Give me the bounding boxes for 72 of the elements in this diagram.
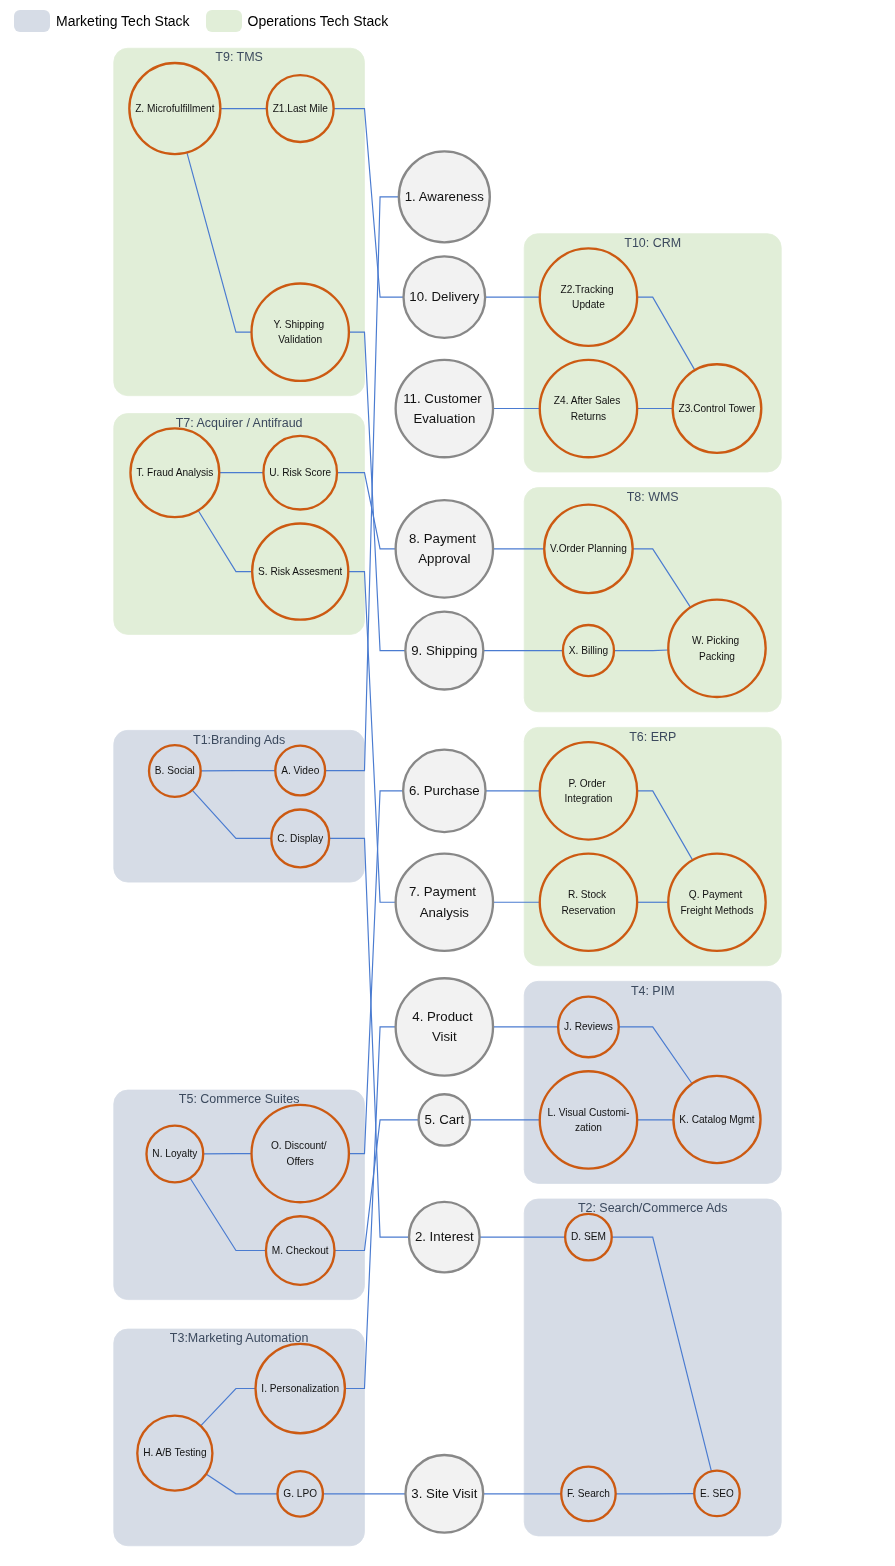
connector bbox=[636, 296, 696, 371]
node-circle: 9. Shipping bbox=[404, 610, 485, 691]
node-circle: J. Reviews bbox=[556, 995, 620, 1059]
connector bbox=[328, 837, 410, 1238]
connector bbox=[611, 1236, 713, 1472]
legend-label: Operations Tech Stack bbox=[247, 13, 389, 29]
connector bbox=[191, 789, 272, 839]
connector bbox=[615, 1493, 695, 1495]
node-circle: V.Order Planning bbox=[543, 503, 634, 595]
node-circle: 7. Payment Analysis bbox=[394, 852, 495, 953]
node-circle: 4. Product Visit bbox=[394, 977, 495, 1077]
node-circle: B. Social bbox=[147, 744, 202, 798]
connector bbox=[200, 769, 276, 772]
node-circle: C. Display bbox=[270, 808, 331, 869]
node-circle: E. SEO bbox=[693, 1469, 741, 1518]
node-circle: N. Loyalty bbox=[145, 1124, 205, 1184]
connector bbox=[202, 1152, 253, 1155]
node-circle: 11. Customer Evaluation bbox=[394, 358, 495, 459]
node-circle: 8. Payment Approval bbox=[394, 499, 495, 599]
node-circle: 2. Interest bbox=[407, 1200, 481, 1274]
connector bbox=[348, 331, 406, 652]
node-circle: Z4. After Sales Returns bbox=[538, 358, 639, 459]
node-circle: L. Visual Customi-zation bbox=[538, 1070, 639, 1170]
node-circle: R. Stock Reservation bbox=[538, 852, 639, 953]
node-circle: K. Catalog Mgmt bbox=[672, 1074, 762, 1165]
node-circle: Z3.Control Tower bbox=[671, 363, 763, 454]
connector bbox=[636, 407, 674, 410]
connector bbox=[197, 509, 253, 573]
node-circle: Q. Payment Freight Methods bbox=[667, 852, 767, 953]
connector bbox=[219, 107, 268, 110]
node-circle: H. A/B Testing bbox=[136, 1414, 214, 1492]
node-circle: S. Risk Assesment bbox=[251, 522, 350, 621]
node-circle: G. LPO bbox=[276, 1469, 325, 1518]
node-circle: X. Billing bbox=[561, 623, 616, 678]
node-circle: Z. Microfulfillment bbox=[128, 61, 222, 156]
connector bbox=[205, 1473, 279, 1495]
connector bbox=[479, 1236, 566, 1238]
node-circle: F. Search bbox=[560, 1465, 617, 1523]
node-circle: I. Personalization bbox=[254, 1342, 347, 1435]
node-circle: A. Video bbox=[274, 744, 327, 797]
connector bbox=[200, 1387, 257, 1427]
connector bbox=[189, 1177, 267, 1252]
legend-label: Marketing Tech Stack bbox=[56, 13, 190, 29]
node-circle: T. Fraud Analysis bbox=[129, 427, 221, 519]
node-circle: Y. Shipping Validation bbox=[250, 282, 351, 383]
node-circle: 10. Delivery bbox=[402, 255, 487, 340]
connector bbox=[636, 901, 669, 903]
connector bbox=[636, 1119, 674, 1121]
connector bbox=[636, 790, 694, 861]
connector bbox=[613, 649, 669, 652]
node-circle: D. SEM bbox=[564, 1212, 613, 1262]
connector bbox=[348, 790, 404, 1155]
node-circle: P. Order Integration bbox=[538, 741, 639, 841]
node-circle: 6. Purchase bbox=[401, 748, 487, 834]
connector bbox=[482, 1493, 562, 1495]
connector bbox=[492, 901, 541, 903]
node-circle: W. Picking Packing bbox=[667, 598, 767, 699]
node-circle: U. Risk Score bbox=[262, 434, 339, 511]
node-circle: Z1.Last Mile bbox=[265, 73, 335, 144]
node-circle: Z2.Tracking Update bbox=[538, 247, 639, 347]
connector bbox=[632, 548, 692, 608]
node-circle: M. Checkout bbox=[264, 1215, 336, 1286]
node-circle: 3. Site Visit bbox=[404, 1453, 485, 1534]
node-circle: 1. Awareness bbox=[397, 150, 491, 244]
connector bbox=[218, 472, 264, 474]
connector bbox=[186, 151, 253, 333]
node-circle: 5. Cart bbox=[417, 1093, 472, 1147]
node-circle: O. Discount/ Offers bbox=[250, 1103, 351, 1204]
connector bbox=[618, 1026, 693, 1085]
connector bbox=[492, 407, 541, 410]
connector bbox=[484, 296, 541, 298]
connector bbox=[469, 1119, 541, 1121]
